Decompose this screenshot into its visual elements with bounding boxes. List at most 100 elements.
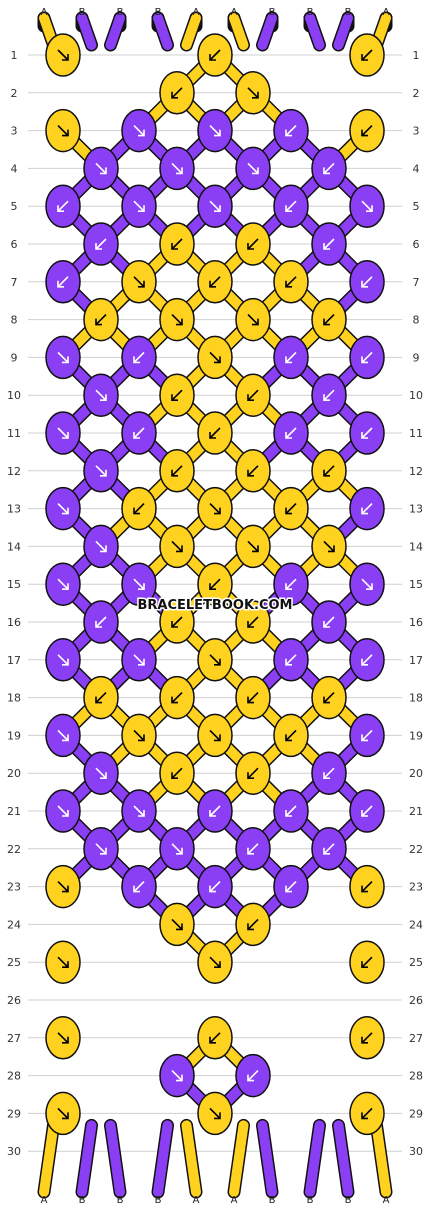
backward-knot-icon — [361, 654, 373, 666]
backward-knot-icon — [285, 200, 297, 212]
forward-knot-icon — [209, 1107, 221, 1120]
strand-bottom — [181, 1120, 201, 1197]
backward-knot-icon — [323, 692, 335, 704]
backward-knot-icon — [361, 1107, 373, 1120]
strand-top — [305, 13, 325, 50]
row-label-left: 25 — [7, 956, 21, 969]
forward-knot-icon — [247, 87, 259, 99]
row-label-right: 20 — [409, 767, 423, 780]
strand-label-bottom: A — [41, 1195, 48, 1206]
forward-knot-icon — [133, 805, 145, 817]
row-label-right: 24 — [409, 918, 423, 931]
strand-label-bottom: B — [345, 1195, 352, 1206]
row-label-left: 24 — [7, 918, 21, 931]
forward-knot-icon — [95, 540, 107, 553]
backward-knot-icon — [285, 125, 297, 137]
row-label-right: 18 — [409, 692, 423, 705]
backward-knot-icon — [133, 881, 145, 893]
forward-knot-icon — [171, 843, 183, 855]
backward-knot-icon — [171, 389, 183, 401]
backward-knot-icon — [361, 729, 373, 742]
strand-bottom — [105, 1120, 125, 1197]
forward-knot-icon — [323, 540, 335, 553]
row-label-left: 30 — [7, 1145, 21, 1158]
backward-knot-icon — [57, 276, 69, 288]
backward-knot-icon — [247, 1070, 259, 1082]
strand-bottom — [39, 1120, 59, 1197]
backward-knot-icon — [285, 503, 297, 515]
backward-knot-icon — [285, 351, 297, 364]
strand-top — [105, 13, 125, 50]
row-label-right: 6 — [413, 238, 420, 251]
forward-knot-icon — [57, 578, 69, 590]
forward-knot-icon — [247, 314, 259, 326]
backward-knot-icon — [361, 1032, 373, 1044]
row-label-left: 2 — [11, 87, 18, 100]
backward-knot-icon — [323, 465, 335, 477]
forward-knot-icon — [57, 427, 69, 439]
strand-label-bottom: B — [155, 1195, 162, 1206]
backward-knot-icon — [209, 578, 221, 590]
row-label-left: 18 — [7, 692, 21, 705]
strand-bottom — [371, 1120, 391, 1197]
row-label-left: 11 — [7, 427, 21, 440]
strand-label-bottom: B — [307, 1195, 314, 1206]
backward-knot-icon — [361, 351, 373, 364]
row-label-right: 23 — [409, 881, 423, 894]
backward-knot-icon — [285, 276, 297, 288]
forward-knot-icon — [57, 125, 69, 137]
backward-knot-icon — [209, 805, 221, 817]
backward-knot-icon — [209, 1032, 221, 1044]
backward-knot-icon — [361, 276, 373, 288]
row-label-right: 10 — [409, 389, 423, 402]
backward-knot-icon — [171, 238, 183, 250]
row-label-right: 9 — [413, 351, 420, 364]
row-label-right: 4 — [413, 162, 420, 175]
strand-label-top: B — [307, 7, 314, 18]
row-label-right: 3 — [413, 125, 420, 138]
strand-label-bottom: A — [383, 1195, 390, 1206]
strand-label-top: B — [117, 7, 124, 18]
strand-label-bottom: B — [79, 1195, 86, 1206]
forward-knot-icon — [209, 200, 221, 212]
forward-knot-icon — [209, 125, 221, 137]
backward-knot-icon — [285, 805, 297, 817]
row-label-left: 1 — [11, 49, 18, 62]
row-label-left: 10 — [7, 389, 21, 402]
backward-knot-icon — [57, 200, 69, 212]
row-label-right: 19 — [409, 729, 423, 742]
strand-label-bottom: A — [193, 1195, 200, 1206]
backward-knot-icon — [361, 881, 373, 893]
forward-knot-icon — [95, 843, 107, 855]
row-label-left: 8 — [11, 314, 18, 327]
row-label-right: 16 — [409, 616, 423, 629]
backward-knot-icon — [361, 805, 373, 817]
forward-knot-icon — [57, 805, 69, 817]
strand-label-bottom: B — [117, 1195, 124, 1206]
strand-bottom — [257, 1120, 277, 1197]
backward-knot-icon — [323, 314, 335, 326]
backward-knot-icon — [171, 87, 183, 99]
row-label-right: 5 — [413, 200, 420, 213]
row-label-right: 17 — [409, 654, 423, 667]
backward-knot-icon — [247, 465, 259, 477]
forward-knot-icon — [133, 729, 145, 742]
row-label-left: 7 — [11, 276, 18, 289]
strand-label-top: A — [193, 7, 200, 18]
forward-knot-icon — [361, 200, 373, 212]
backward-knot-icon — [323, 616, 335, 628]
row-label-right: 14 — [409, 540, 423, 553]
backward-knot-icon — [323, 389, 335, 401]
backward-knot-icon — [95, 692, 107, 704]
row-label-left: 28 — [7, 1070, 21, 1083]
backward-knot-icon — [95, 314, 107, 326]
forward-knot-icon — [171, 162, 183, 175]
strand-top — [229, 13, 249, 50]
strand-top — [333, 13, 353, 50]
backward-knot-icon — [247, 843, 259, 855]
backward-knot-icon — [209, 49, 221, 61]
row-label-right: 7 — [413, 276, 420, 289]
backward-knot-icon — [247, 616, 259, 628]
row-label-left: 15 — [7, 578, 21, 591]
forward-knot-icon — [133, 125, 145, 137]
